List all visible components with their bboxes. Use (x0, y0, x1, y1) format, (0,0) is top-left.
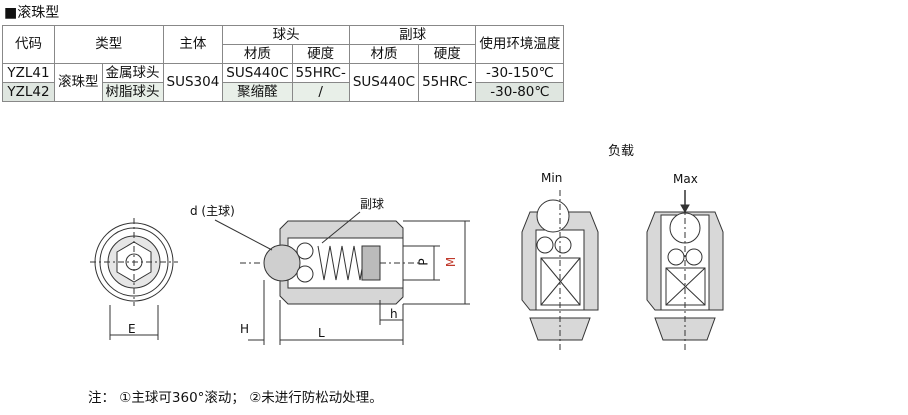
min-label: Min (541, 171, 563, 185)
footnote: 注： ①主球可360°滚动； ②未进行防松动处理。 (88, 390, 383, 406)
header-sub-ball: 副球 (348, 25, 477, 45)
sub-material-cell: SUS440C (348, 63, 420, 102)
body-cell: SUS304 (162, 63, 224, 102)
header-head-material: 材质 (222, 44, 293, 64)
row2-code: YZL42 (2, 82, 55, 102)
sub-hardness-cell: 55HRC- (418, 63, 477, 102)
sub-ball-label: 副球 (360, 197, 385, 211)
dim-H: H (240, 322, 250, 336)
load-label: 负载 (608, 144, 635, 159)
row1-subtype: 金属球头 (101, 63, 164, 83)
dim-L: L (318, 326, 325, 340)
dim-M: M (444, 256, 459, 268)
header-code: 代码 (2, 25, 55, 64)
row1-code: YZL41 (2, 63, 55, 83)
header-temp: 使用环境温度 (475, 25, 565, 64)
type-cell: 滚珠型 (54, 63, 103, 102)
front-view (90, 218, 178, 340)
section-title: ■滚珠型 (4, 5, 60, 21)
row1-head-hardness: 55HRC- (291, 63, 350, 83)
max-view (646, 190, 724, 350)
side-view (214, 211, 470, 345)
dim-P: P (416, 258, 431, 266)
max-label: Max (673, 172, 698, 186)
main-ball-label: d (主球) (190, 204, 235, 218)
dim-E: E (128, 322, 136, 336)
row2-temp: -30-80℃ (475, 82, 565, 102)
dim-h: h (390, 307, 398, 321)
header-sub-hardness: 硬度 (418, 44, 477, 64)
row2-head-hardness: / (291, 82, 350, 102)
header-body: 主体 (162, 25, 224, 64)
row2-subtype: 树脂球头 (101, 82, 164, 102)
header-type: 类型 (54, 25, 164, 64)
min-view (521, 190, 599, 350)
header-sub-material: 材质 (348, 44, 420, 64)
header-head-hardness: 硬度 (291, 44, 350, 64)
header-ball-head: 球头 (222, 25, 350, 45)
spec-table: 代码 类型 主体 球头 副球 使用环境温度 材质 硬度 材质 硬度 YZL41 … (2, 25, 565, 102)
